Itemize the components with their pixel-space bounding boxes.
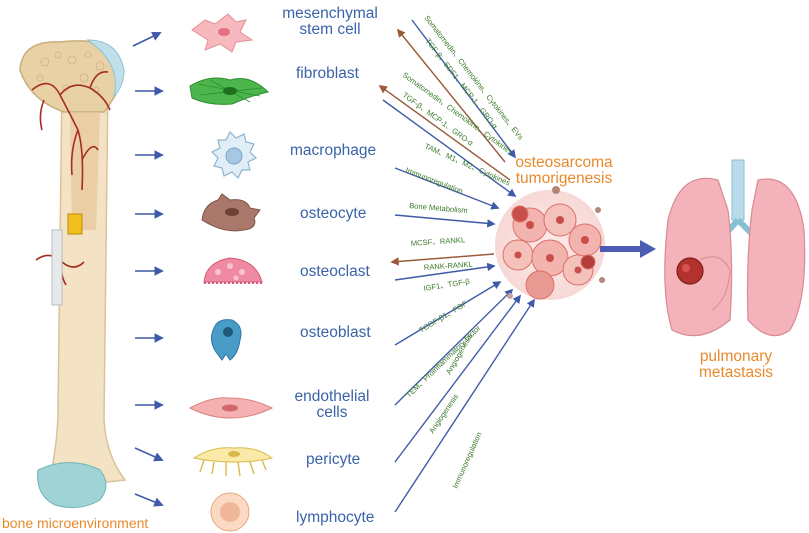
arrow-to-lymphocyte [134,493,164,507]
lungs-illustration [664,159,806,337]
macrophage-cell-icon [210,130,258,180]
arrow-osteoblast-to-tumor [394,281,502,346]
arrow-osteocyte-to-tumor [394,214,496,228]
signal-label-15: Immunoregulation [451,431,484,490]
label-tumorigenesis: osteosarcoma tumorigenesis [515,154,613,188]
arrow-tumor-to-msc [396,28,506,163]
arrow-fibroblast-to-tumor [382,99,517,197]
label-fibroblast: fibroblast [296,65,359,82]
arrow-tumor-to-fibroblast [378,85,511,181]
arrow-to-pericyte [134,447,164,462]
arrow-macrophage-to-tumor [394,167,500,210]
lymphocyte-cell-icon [210,492,250,532]
signal-label-10: IGF1、TGF-β [423,277,471,293]
arrow-osteoclast-to-tumor [394,262,496,281]
pericyte-cell-icon [192,447,274,477]
label-osteoblast: osteoblast [300,324,371,341]
metastasis-arrow [600,240,656,258]
tumor-mass-icon [495,186,605,300]
bone-to-cell-arrows [132,32,164,507]
arrow-endothelial-to-tumor [394,288,514,406]
arrow-to-msc [132,32,162,47]
arrow-tumor-to-osteoclast [390,253,495,266]
osteocyte-cell-icon [201,193,261,232]
label-pulmonary-metastasis: pulmonary metastasis [698,348,774,382]
signal-label-7: Bone Metabolism [409,201,468,215]
label-pericyte: pericyte [306,451,361,468]
signal-label-8: MCSF、RANKL [411,235,466,248]
endothelial-cell-icon [188,397,274,419]
arrow-pericyte-to-tumor [394,294,522,463]
label-endothelial: endothelial cells [294,388,370,422]
label-msc: mesenchymal stem cell [282,5,378,39]
signal-label-6: Immunoregulation [404,165,464,195]
label-osteocyte: osteocyte [300,205,367,222]
fibroblast-cell-icon [189,77,269,105]
signal-label-9: RANK-RANKL [424,260,473,272]
arrow-lymphocyte-to-tumor [394,298,535,513]
bone-illustration [19,39,127,509]
osteoclast-cell-icon [203,257,263,284]
label-bone-microenvironment: bone microenvironment [2,515,149,531]
label-macrophage: macrophage [290,142,377,159]
msc-cell-icon [191,13,254,53]
signal-arrows [378,19,535,513]
osteoblast-cell-icon [210,319,242,361]
label-lymphocyte: lymphocyte [296,509,375,526]
signal-label-11: TCGF-β1、FGF [417,299,469,335]
label-osteoclast: osteoclast [300,263,370,280]
arrow-msc-to-tumor [411,19,517,159]
